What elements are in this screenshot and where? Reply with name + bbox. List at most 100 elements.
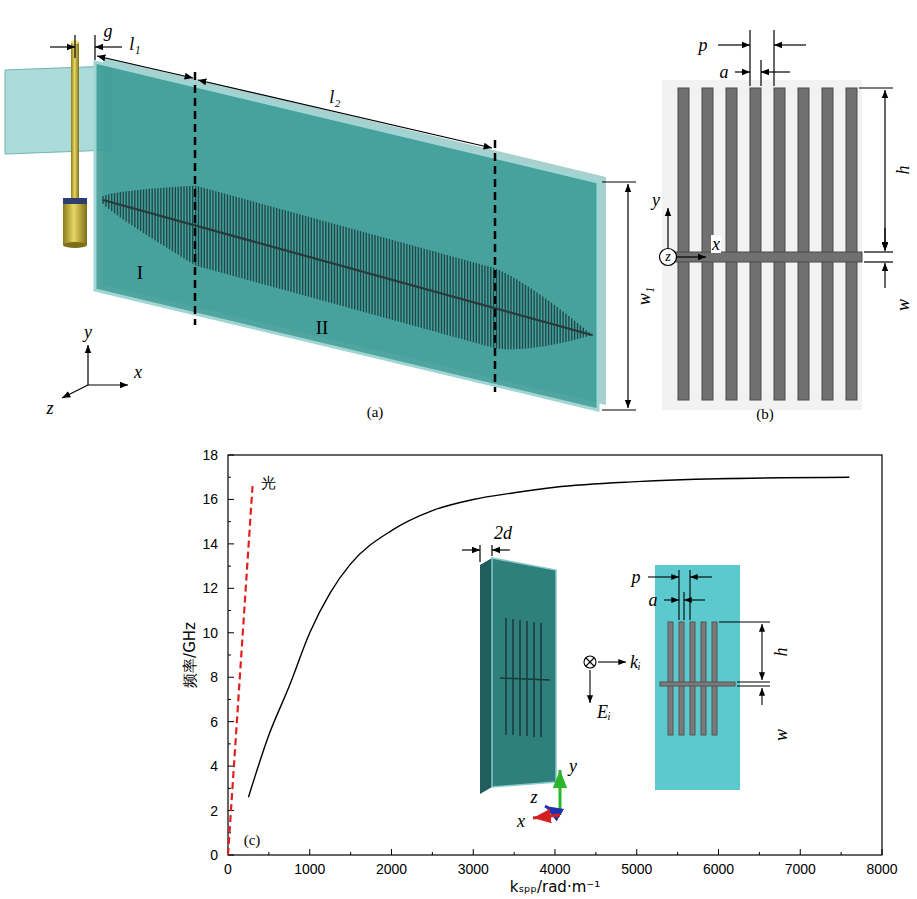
tick-mark: [228, 499, 234, 500]
tick-label: 12: [202, 581, 218, 595]
into-page-symbol: [586, 658, 594, 666]
extension-line: [737, 685, 770, 686]
dimension-label: g: [104, 22, 113, 40]
axis-arrow: [677, 256, 706, 257]
tick-mark: [636, 849, 637, 855]
grating-bars: [678, 88, 857, 400]
dimension-label: p: [699, 36, 708, 54]
grating-bar: [678, 88, 689, 400]
tick-label: 6: [210, 715, 218, 729]
dimension-arrow: [761, 624, 762, 680]
dimension-arrow: [761, 688, 762, 705]
tick-label: 0: [224, 862, 232, 876]
grating-bar: [774, 88, 785, 400]
axis-label: y: [84, 323, 92, 341]
tick-label: 4: [210, 759, 218, 773]
tick-label: 18: [202, 448, 218, 462]
grating-bar: [519, 620, 521, 736]
axis-label: y: [569, 757, 577, 775]
tick-mark: [228, 521, 231, 522]
vector-label: kᵢ: [630, 653, 641, 671]
tick-label: 8: [210, 670, 218, 684]
axis-arrow: [87, 345, 88, 385]
extension-line: [859, 87, 893, 88]
vector-label: Eᵢ: [597, 703, 611, 721]
tick-label: 4000: [539, 862, 570, 876]
axis-arrow: [545, 806, 560, 815]
axis-arrow: [533, 815, 560, 818]
extension-line: [760, 60, 761, 86]
dimension-label: a: [649, 591, 658, 609]
grating-bar: [726, 88, 737, 400]
dimension-arrow: [690, 576, 712, 577]
panel-b: [660, 30, 894, 410]
tick-label: 0: [210, 848, 218, 862]
panel-label: (a): [367, 405, 384, 420]
dimension-label: l₂: [329, 88, 340, 106]
region-divider: [194, 72, 197, 325]
light-line: [228, 486, 253, 855]
curve-label: 光: [261, 476, 276, 491]
tick-mark: [228, 788, 231, 789]
dimension-label: a: [720, 63, 729, 81]
axis-label: x: [134, 363, 142, 381]
tick-mark: [228, 543, 234, 544]
axis-label: z: [665, 250, 670, 264]
extension-line: [719, 621, 770, 622]
extension-line: [864, 261, 893, 262]
tick-mark: [841, 852, 842, 855]
dispersion-curve: [248, 477, 849, 797]
extension-line: [479, 545, 480, 562]
dimension-label: w₁: [635, 287, 653, 305]
axis-arrow: [667, 208, 668, 248]
extension-line: [602, 409, 636, 410]
tick-label: 5000: [621, 862, 652, 876]
dimension-arrow: [684, 599, 705, 600]
plot-frame: [228, 455, 882, 855]
dimension-arrow: [735, 71, 750, 72]
dimension-lines: [668, 30, 893, 288]
tick-label: 6000: [703, 862, 734, 876]
tick-mark: [391, 849, 392, 855]
tick-mark: [432, 852, 433, 855]
tick-mark: [595, 852, 596, 855]
dimension-label: p: [632, 568, 641, 586]
dispersion-curves: [228, 477, 849, 855]
tick-mark: [309, 849, 310, 855]
field-arrow: [589, 670, 590, 703]
tick-mark: [555, 849, 556, 855]
dimension-lines: [584, 570, 770, 705]
axis-title: kₛₚₚ/rad·m⁻¹: [510, 880, 600, 895]
coax-body: [63, 200, 87, 245]
tick-mark: [800, 849, 801, 855]
panel-c: [228, 455, 882, 855]
tick-mark: [228, 677, 234, 678]
extension-line: [773, 30, 774, 86]
tick-mark: [228, 610, 231, 611]
center-strip: [662, 252, 862, 262]
region-label: II: [316, 318, 329, 337]
tick-mark: [268, 852, 269, 855]
region-label: I: [137, 263, 143, 282]
tick-mark: [350, 852, 351, 855]
grating-bar: [846, 88, 857, 400]
dimension-arrow: [648, 576, 679, 577]
tick-mark: [228, 588, 234, 589]
extension-line: [737, 681, 770, 682]
axis-arrow: [88, 384, 128, 385]
dimension-arrow: [718, 44, 750, 45]
dimension-arrow: [492, 549, 510, 550]
axis-label: y: [652, 191, 660, 209]
dimension-arrow: [95, 46, 122, 47]
axis-arrow: [62, 385, 88, 398]
grating-strip: [660, 682, 735, 686]
grating-bar: [679, 622, 684, 735]
wave-vector-arrow: [598, 661, 626, 662]
tick-mark: [228, 721, 234, 722]
tick-mark: [228, 655, 231, 656]
dimension-arrow: [97, 56, 193, 78]
slab-side: [480, 558, 492, 794]
substrate: [95, 62, 598, 410]
dimension-arrow: [884, 263, 885, 288]
extension-line: [683, 592, 684, 620]
